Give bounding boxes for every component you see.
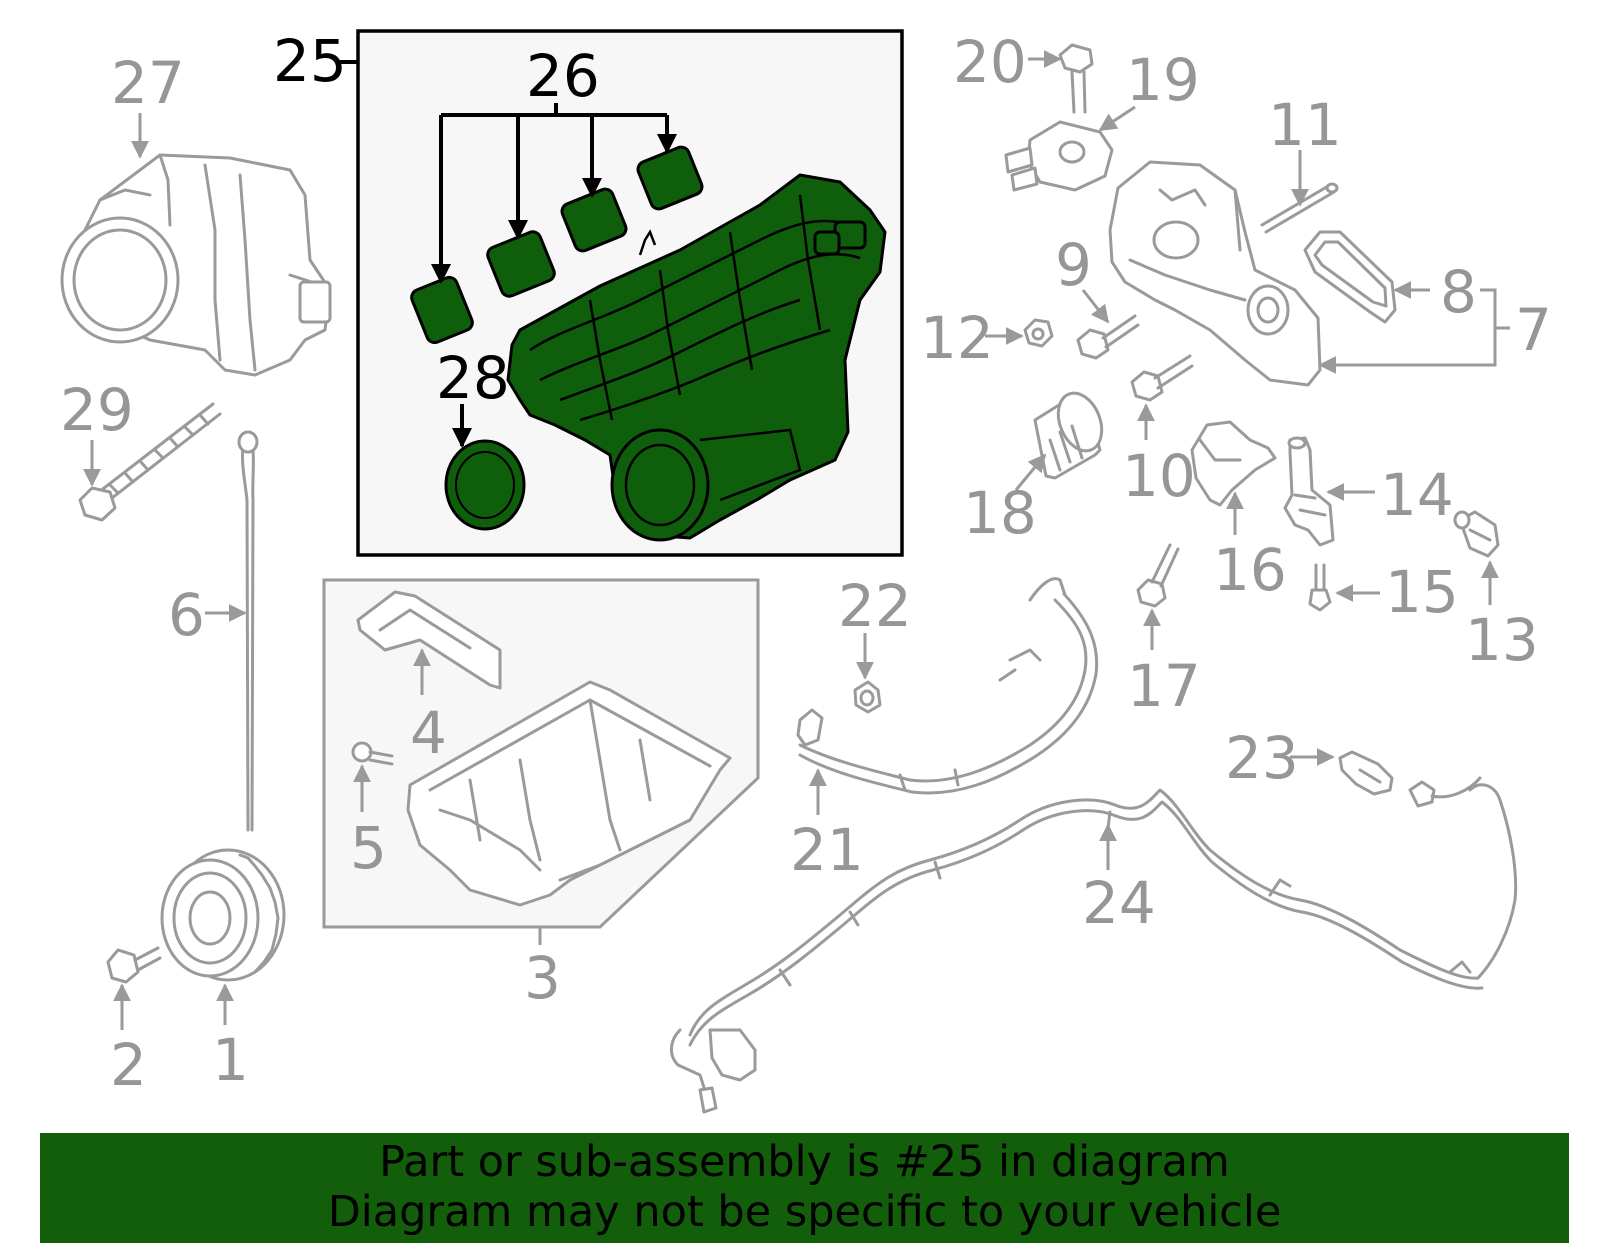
callout-29: 29 [60, 376, 134, 444]
intake-gasket-1[interactable] [409, 275, 474, 345]
heat-shield[interactable] [1190, 420, 1277, 507]
leader-18 [1014, 453, 1047, 491]
leader-26 [431, 103, 677, 284]
callout-26: 26 [526, 42, 600, 110]
stud[interactable] [1260, 182, 1339, 234]
bolt-9[interactable] [1076, 314, 1140, 360]
callout-2: 2 [110, 1031, 147, 1099]
callout-18: 18 [963, 479, 1037, 547]
callout-27: 27 [111, 49, 185, 117]
callout-6: 6 [168, 581, 205, 649]
oil-dipstick[interactable] [237, 430, 259, 832]
throttle-body[interactable] [60, 153, 332, 377]
wiring-harness[interactable] [670, 783, 1518, 1114]
filter-housing-gasket[interactable] [1303, 230, 1397, 324]
callout-1: 1 [212, 1026, 249, 1094]
pulley-bolt[interactable] [106, 946, 162, 984]
leader-9 [1081, 289, 1110, 324]
callout-16: 16 [1213, 536, 1287, 604]
bolt-10[interactable] [1130, 354, 1194, 402]
oil-filter-housing[interactable] [1108, 160, 1322, 387]
callout-22: 22 [838, 572, 912, 640]
bolt-20[interactable] [1058, 43, 1094, 114]
coolant-tube[interactable] [796, 577, 1099, 795]
banner-line-2: Diagram may not be specific to your vehi… [327, 1187, 1282, 1237]
callout-14: 14 [1380, 461, 1454, 529]
coolant-temp-sensor[interactable] [1338, 750, 1482, 808]
callout-3: 3 [524, 944, 561, 1012]
intake-manifold[interactable] [506, 173, 887, 542]
callout-12: 12 [920, 304, 994, 372]
callout-21: 21 [790, 816, 864, 884]
oil-pan-assembly-group[interactable]: 3 4 5 [322, 578, 760, 1012]
callout-4: 4 [410, 699, 447, 767]
callout-13: 13 [1465, 606, 1539, 674]
info-banner: Part or sub-assembly is #25 in diagram D… [40, 1133, 1569, 1243]
callout-8: 8 [1440, 258, 1477, 326]
callout-24: 24 [1082, 869, 1156, 937]
oil-cooler[interactable] [1004, 120, 1114, 192]
leader-19 [1098, 105, 1136, 132]
oil-pan[interactable] [406, 680, 732, 907]
callout-11: 11 [1268, 91, 1342, 159]
bolt-17[interactable] [1136, 543, 1180, 608]
oil-filter[interactable] [1033, 387, 1110, 480]
callout-9: 9 [1055, 231, 1092, 299]
bolt-15[interactable] [1308, 563, 1332, 612]
callout-7: 7 [1515, 296, 1552, 364]
long-bolt[interactable] [78, 402, 222, 522]
callout-19: 19 [1126, 46, 1200, 114]
intake-gasket-4[interactable] [636, 145, 705, 212]
callout-28: 28 [436, 344, 510, 412]
banner-line-1: Part or sub-assembly is #25 in diagram [379, 1137, 1230, 1187]
intake-manifold-assembly-group[interactable]: 25 26 28 [273, 27, 904, 557]
oil-pressure-sensor[interactable] [1453, 510, 1500, 558]
callout-25: 25 [273, 27, 347, 95]
callout-15: 15 [1385, 558, 1459, 626]
crank-position-sensor[interactable] [1283, 436, 1335, 547]
oil-pan-baffle[interactable] [356, 590, 502, 690]
callout-23: 23 [1225, 724, 1299, 792]
nut-12[interactable] [1023, 318, 1054, 348]
callout-17: 17 [1127, 652, 1201, 720]
callout-20: 20 [953, 28, 1027, 96]
callout-10: 10 [1122, 442, 1196, 510]
callout-5: 5 [350, 814, 387, 882]
crankshaft-pulley[interactable] [160, 848, 286, 982]
oil-pan-bolt[interactable] [351, 741, 394, 766]
hose-clip[interactable] [853, 680, 882, 714]
